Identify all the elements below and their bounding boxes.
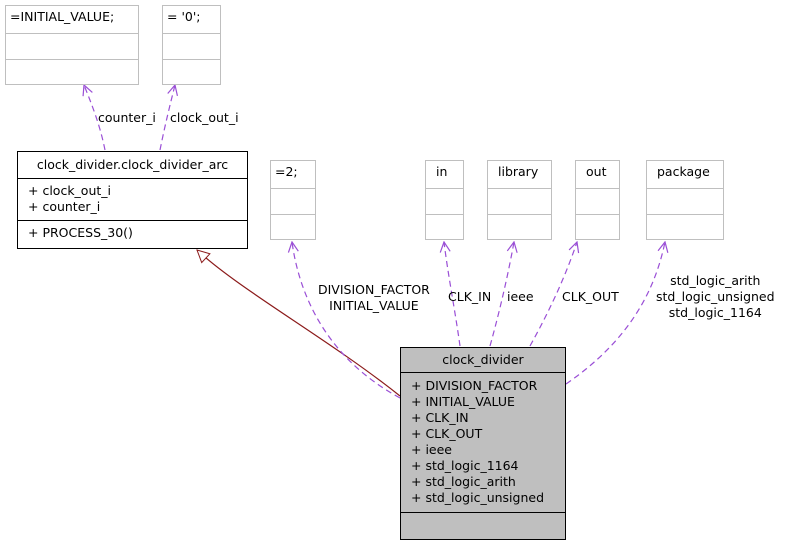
edge-clock-out-i (159, 85, 175, 151)
attribute-item: + std_logic_unsigned (411, 490, 545, 505)
node-title: =INITIAL_VALUE; (10, 9, 115, 24)
edge-clk-out (529, 242, 577, 347)
edge-label-counter-i: counter_i (98, 110, 156, 125)
attribute-item: + INITIAL_VALUE (411, 394, 515, 409)
zero-value-node[interactable]: = '0'; (162, 5, 221, 85)
node-title: library (498, 164, 539, 179)
node-attributes (6, 33, 138, 59)
edge-label-clock-out-i: clock_out_i (170, 110, 239, 125)
method-item: + PROCESS_30() (28, 225, 133, 240)
attribute-item: + counter_i (28, 199, 101, 214)
node-methods (163, 59, 220, 84)
edge-counter-i (84, 85, 106, 151)
edge-clk-in (444, 242, 461, 347)
node-methods (647, 214, 723, 239)
clock-divider-arc-node[interactable]: clock_divider.clock_divider_arc + clock_… (17, 151, 248, 249)
edge-label-clk-out: CLK_OUT (562, 289, 619, 304)
edge-division-initial (292, 242, 401, 399)
node-title: package (657, 164, 710, 179)
node-attributes (647, 188, 723, 214)
edge-inheritance-arc (197, 250, 401, 397)
node-attributes (576, 188, 619, 214)
node-title: =2; (275, 164, 298, 179)
node-methods (488, 214, 551, 239)
node-title: clock_divider.clock_divider_arc (36, 157, 229, 172)
attribute-item: + std_logic_1164 (411, 458, 519, 473)
node-methods (401, 512, 565, 539)
library-node[interactable]: library (487, 160, 552, 240)
node-attributes (271, 188, 315, 214)
node-methods (6, 59, 138, 84)
node-attributes (426, 188, 463, 214)
node-title: out (586, 164, 607, 179)
clock-divider-node[interactable]: clock_divider + DIVISION_FACTOR + INITIA… (400, 347, 566, 540)
node-attributes (163, 33, 220, 59)
node-methods: + PROCESS_30() (18, 220, 247, 248)
two-value-node[interactable]: =2; (270, 160, 316, 240)
node-title: in (436, 164, 448, 179)
attribute-item: + CLK_IN (411, 410, 469, 425)
edge-label-std-libs: std_logic_arith std_logic_unsigned std_l… (656, 273, 775, 320)
edge-std-libs (565, 242, 665, 385)
in-node[interactable]: in (425, 160, 464, 240)
node-methods (426, 214, 463, 239)
attribute-item: + std_logic_arith (411, 474, 516, 489)
edge-ieee (489, 242, 514, 347)
attribute-item: + DIVISION_FACTOR (411, 378, 538, 393)
attribute-item: + clock_out_i (28, 183, 111, 198)
node-methods (271, 214, 315, 239)
node-attributes: + DIVISION_FACTOR + INITIAL_VALUE + CLK_… (401, 372, 565, 512)
out-node[interactable]: out (575, 160, 620, 240)
edge-label-division-initial: DIVISION_FACTOR INITIAL_VALUE (318, 282, 430, 313)
initial-value-node[interactable]: =INITIAL_VALUE; (5, 5, 139, 85)
node-attributes: + clock_out_i + counter_i (18, 178, 247, 220)
attribute-item: + CLK_OUT (411, 426, 483, 441)
package-node[interactable]: package (646, 160, 724, 240)
edge-label-ieee: ieee (507, 289, 534, 304)
node-attributes (488, 188, 551, 214)
node-methods (576, 214, 619, 239)
node-title: clock_divider (442, 352, 524, 367)
attribute-item: + ieee (411, 442, 452, 457)
edge-label-clk-in: CLK_IN (448, 289, 492, 304)
node-title: = '0'; (167, 9, 201, 24)
